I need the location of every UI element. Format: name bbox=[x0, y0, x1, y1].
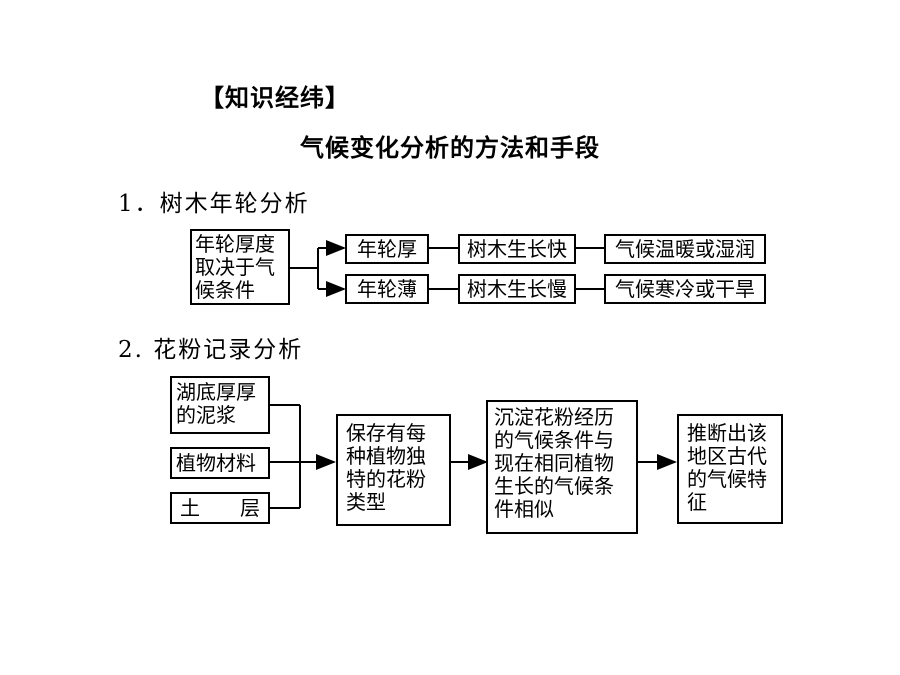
tree-ring-source-box: 年轮厚度 取决于气 候条件 bbox=[190, 229, 290, 305]
box-line: 保存有每 bbox=[346, 421, 426, 445]
climate-warm-box: 气候温暖或湿润 bbox=[604, 234, 766, 264]
section2-heading: 2. 花粉记录分析 bbox=[118, 337, 304, 363]
box-line: 取决于气 bbox=[195, 255, 275, 279]
box-text: 土 bbox=[180, 495, 200, 520]
box-line: 推断出该 bbox=[687, 421, 767, 445]
climate-cold-box: 气候寒冷或干旱 bbox=[604, 274, 766, 304]
box-line: 的泥浆 bbox=[176, 403, 236, 427]
box-line: 类型 bbox=[346, 490, 386, 514]
section1-heading: 1．树木年轮分析 bbox=[118, 191, 310, 217]
ring-thin-box: 年轮薄 bbox=[345, 274, 429, 304]
box-line: 特的花粉 bbox=[346, 467, 426, 491]
growth-slow-box: 树木生长慢 bbox=[458, 274, 576, 304]
box-line: 件相似 bbox=[494, 497, 554, 521]
box-line: 的气候特 bbox=[687, 467, 767, 491]
section1-connectors bbox=[290, 240, 604, 297]
box-line: 候条件 bbox=[195, 278, 255, 302]
ancient-climate-box: 推断出该 地区古代 的气候特 征 bbox=[677, 414, 783, 524]
box-text: 层 bbox=[240, 495, 260, 520]
box-line: 征 bbox=[687, 490, 707, 514]
box-line: 现在相同植物 bbox=[494, 451, 614, 475]
ring-thick-box: 年轮厚 bbox=[345, 234, 429, 264]
plant-material-box: 植物材料 bbox=[170, 447, 270, 479]
climate-compare-box: 沉淀花粉经历 的气候条件与 现在相同植物 生长的气候条 件相似 bbox=[486, 400, 638, 534]
box-line: 生长的气候条 bbox=[494, 474, 614, 498]
box-line: 年轮厚度 bbox=[195, 232, 275, 256]
page-title: 气候变化分析的方法和手段 bbox=[300, 133, 600, 162]
pollen-type-box: 保存有每 种植物独 特的花粉 类型 bbox=[336, 414, 451, 526]
lake-mud-box: 湖底厚厚 的泥浆 bbox=[170, 376, 270, 434]
section-tag: 【知识经纬】 bbox=[200, 83, 350, 112]
box-line: 种植物独 bbox=[346, 444, 426, 468]
box-line: 的气候条件与 bbox=[494, 428, 614, 452]
soil-layer-box: 土 层 bbox=[170, 492, 270, 524]
growth-fast-box: 树木生长快 bbox=[458, 234, 576, 264]
box-line: 地区古代 bbox=[687, 444, 767, 468]
section2-connectors bbox=[270, 404, 677, 509]
box-line: 沉淀花粉经历 bbox=[494, 405, 614, 429]
box-line: 湖底厚厚 bbox=[176, 380, 256, 404]
